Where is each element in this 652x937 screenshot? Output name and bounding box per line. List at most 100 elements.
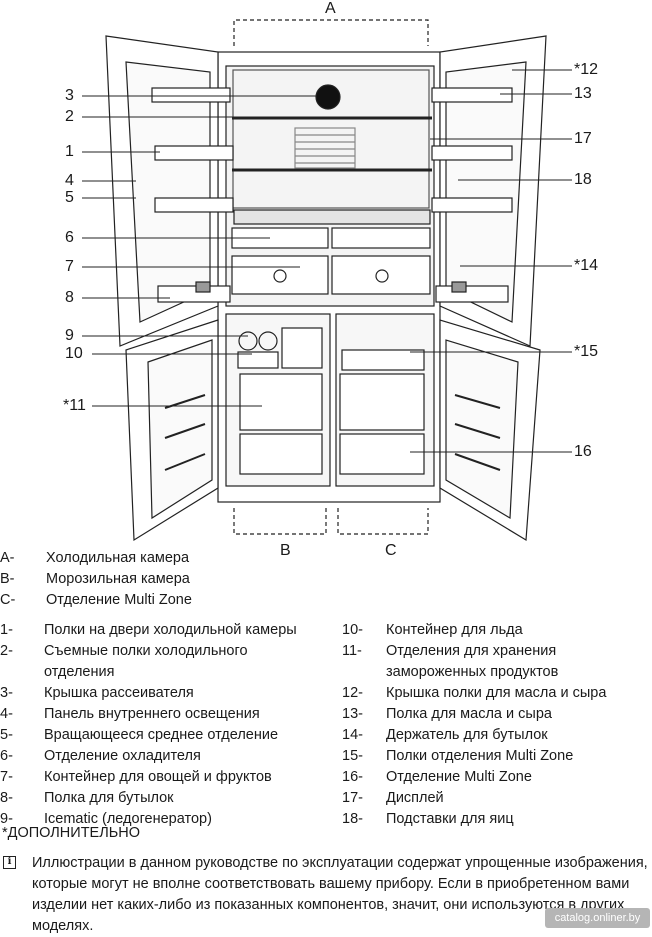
legend-code: B-: [0, 571, 15, 587]
legend-text: Морозильная камера: [46, 571, 190, 587]
list-item: 9- Icematic (ледогенератор): [0, 809, 340, 830]
item-text: Вращающееся среднее отделение: [44, 727, 279, 743]
item-text: Контейнер для овощей и фруктов: [44, 769, 272, 785]
item-text: Крышка полки для масла и сыра: [386, 685, 607, 701]
callout-10: 10: [65, 345, 83, 362]
legend-row: B- Морозильная камера: [0, 569, 330, 590]
item-text: Полка для бутылок: [44, 790, 174, 806]
item-text: Крышка рассеивателя: [44, 685, 194, 701]
callout-6: 6: [65, 229, 74, 246]
item-code: 5-: [0, 727, 13, 743]
parts-list-left: 1- Полки на двери холодильной камеры 2- Съ…: [0, 620, 340, 830]
callout-7: 7: [65, 258, 74, 275]
list-item: 11- Отделения для хранения: [342, 641, 652, 662]
list-item-continued: замороженных продуктов: [342, 662, 652, 683]
list-item: 5- Вращающееся среднее отделение: [0, 725, 340, 746]
item-code: 16-: [342, 769, 363, 785]
item-text: Отделения для хранения: [386, 643, 557, 659]
list-item: 15- Полки отделения Multi Zone: [342, 746, 652, 767]
item-text: Полки отделения Multi Zone: [386, 748, 574, 764]
item-text: Отделение охладителя: [44, 748, 201, 764]
list-item: 10- Контейнер для льда: [342, 620, 652, 641]
item-code: 10-: [342, 622, 363, 638]
item-text: Отделение Multi Zone: [386, 769, 532, 785]
item-text: Полка для масла и сыра: [386, 706, 552, 722]
item-code: 9-: [0, 811, 13, 827]
list-item: 7- Контейнер для овощей и фруктов: [0, 767, 340, 788]
callout-3: 3: [65, 87, 74, 104]
list-item-continued: отделения: [0, 662, 340, 683]
bracket-c: [337, 508, 429, 535]
item-code: 18-: [342, 811, 363, 827]
item-text: Дисплей: [386, 790, 444, 806]
item-code: 1-: [0, 622, 13, 638]
item-text: отделения: [44, 664, 115, 680]
item-code: 7-: [0, 769, 13, 785]
info-icon: i: [3, 856, 16, 869]
list-item: 16- Отделение Multi Zone: [342, 767, 652, 788]
optional-note: *ДОПОЛНИТЕЛЬНО: [2, 825, 140, 841]
item-code: 15-: [342, 748, 363, 764]
item-code: 13-: [342, 706, 363, 722]
callout-11: *11: [63, 397, 86, 414]
callout-14: *14: [574, 257, 599, 274]
callout-a: A: [325, 0, 336, 17]
bracket-b: [233, 508, 327, 535]
item-code: 4-: [0, 706, 13, 722]
compartment-legend: A- Холодильная камера B- Морозильная кам…: [0, 548, 330, 614]
bracket-a: [233, 19, 429, 46]
list-item: 6- Отделение охладителя: [0, 746, 340, 767]
list-item: 4- Панель внутреннего освещения: [0, 704, 340, 725]
item-text: Контейнер для льда: [386, 622, 523, 638]
item-code: 11-: [342, 643, 362, 659]
legend-text: Отделение Multi Zone: [46, 592, 192, 608]
callout-c: C: [385, 542, 397, 559]
callout-1: 1: [65, 143, 74, 160]
item-code: 3-: [0, 685, 13, 701]
list-item: 1- Полки на двери холодильной камеры: [0, 620, 340, 641]
list-item: 2- Съемные полки холодильного: [0, 641, 340, 662]
callout-9: 9: [65, 327, 74, 344]
callout-5: 5: [65, 189, 74, 206]
legend-code: A-: [0, 550, 15, 566]
diffuser-cover: [315, 84, 341, 110]
item-code: 6-: [0, 748, 13, 764]
legend-row: A- Холодильная камера: [0, 548, 330, 569]
list-item: 17- Дисплей: [342, 788, 652, 809]
legend-code: C-: [0, 592, 16, 608]
callout-17: 17: [574, 130, 592, 147]
info-note: Иллюстрации в данном руководстве по эксп…: [32, 855, 648, 934]
item-text: Держатель для бутылок: [386, 727, 548, 743]
item-code: 17-: [342, 790, 363, 806]
watermark: catalog.onliner.by: [545, 908, 650, 928]
callout-b: B: [280, 542, 291, 559]
list-item: 12- Крышка полки для масла и сыра: [342, 683, 652, 704]
item-code: 12-: [342, 685, 363, 701]
item-text: Подставки для яиц: [386, 811, 514, 827]
callout-12: *12: [574, 61, 599, 78]
item-text: замороженных продуктов: [386, 664, 559, 680]
item-text: Полки на двери холодильной камеры: [44, 622, 297, 638]
list-item: 13- Полка для масла и сыра: [342, 704, 652, 725]
legend-row: C- Отделение Multi Zone: [0, 590, 330, 611]
legend-text: Холодильная камера: [46, 550, 190, 566]
list-item: 3- Крышка рассеивателя: [0, 683, 340, 704]
callout-16: 16: [574, 443, 592, 460]
callout-2: 2: [65, 108, 74, 125]
list-item: 18- Подставки для яиц: [342, 809, 652, 830]
callout-4: 4: [65, 172, 74, 189]
list-item: 8- Полка для бутылок: [0, 788, 340, 809]
item-text: Icematic (ледогенератор): [44, 811, 212, 827]
refrigerator-diagram: [82, 19, 572, 542]
item-code: 8-: [0, 790, 13, 806]
item-code: 2-: [0, 643, 13, 659]
callout-8: 8: [65, 289, 74, 306]
item-text: Съемные полки холодильного: [44, 643, 248, 659]
list-item: 14- Держатель для бутылок: [342, 725, 652, 746]
callout-18: 18: [574, 171, 592, 188]
callout-13: 13: [574, 85, 592, 102]
item-code: 14-: [342, 727, 363, 743]
callout-15: *15: [574, 343, 599, 360]
parts-list-right: 10- Контейнер для льда 11- Отделения для х…: [342, 620, 652, 830]
item-text: Панель внутреннего освещения: [44, 706, 260, 722]
